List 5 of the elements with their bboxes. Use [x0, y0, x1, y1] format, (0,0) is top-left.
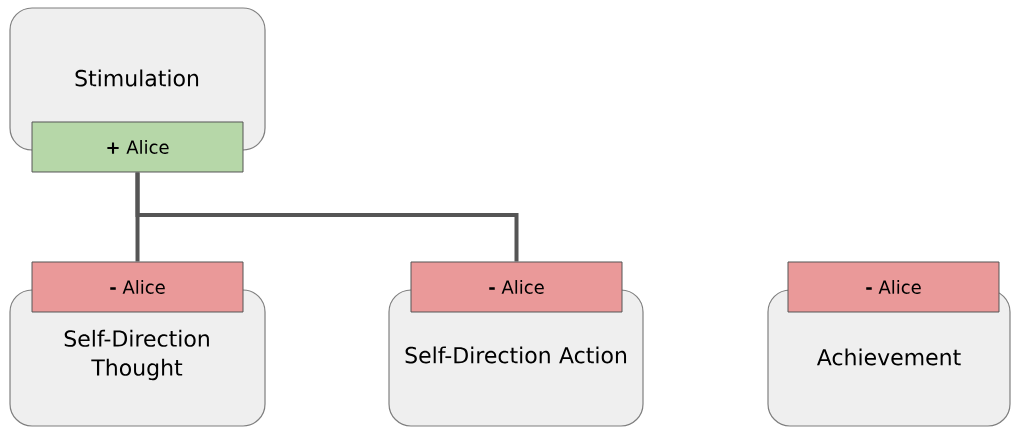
person-tag: - Alice [410, 261, 623, 313]
connector-line [135, 172, 519, 262]
person-tag: + Alice [31, 121, 244, 173]
person-tag: - Alice [787, 261, 1000, 313]
person-tag: - Alice [31, 261, 244, 313]
